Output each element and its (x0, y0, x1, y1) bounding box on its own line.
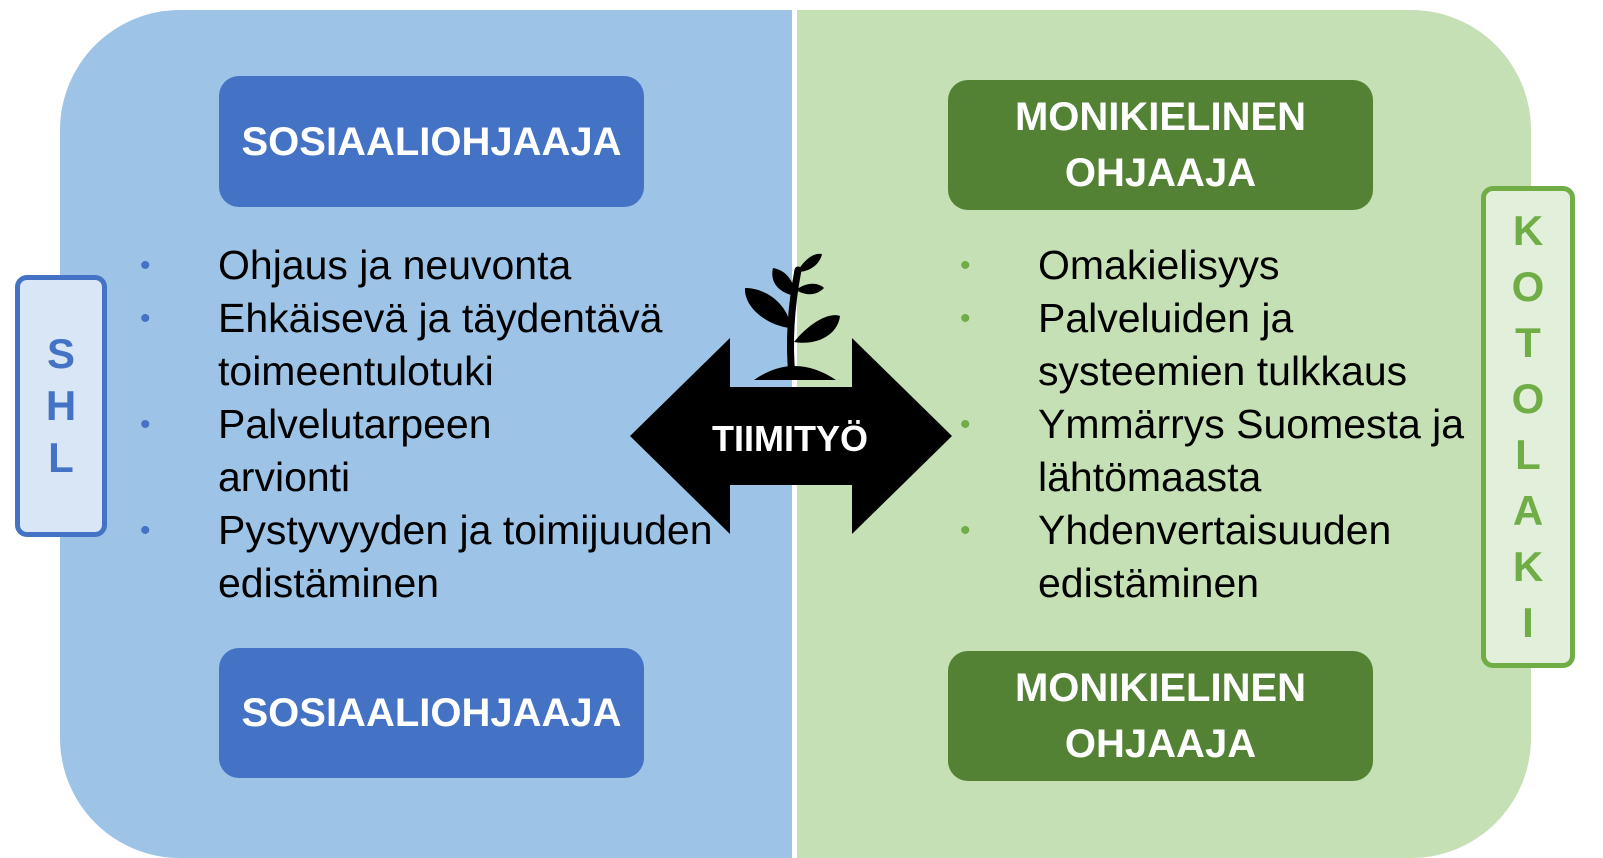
double-arrow-icon (630, 338, 952, 534)
role-label: SOSIAALIOHJAAJA (241, 691, 622, 735)
right-task-list: Omakielisyys Palveluiden ja systeemien t… (960, 239, 1470, 610)
role-label-line-2: OHJAAJA (1064, 722, 1257, 766)
list-item: Palveluiden ja systeemien tulkkaus (960, 292, 1470, 398)
side-label-shl: S H L (15, 275, 107, 537)
side-letter: I (1522, 599, 1534, 646)
role-label: SOSIAALIOHJAAJA (241, 119, 622, 164)
role-box-monikielinen-bottom: MONIKIELINEN OHJAAJA (948, 651, 1373, 781)
list-item: Ymmärrys Suomesta ja lähtömaasta (960, 398, 1470, 504)
list-item: Pystyvyyden ja toimijuuden edistäminen (140, 504, 730, 610)
list-item: Palvelutarpeen arvionti (140, 398, 598, 504)
side-letter: A (1512, 487, 1544, 534)
list-item: Ehkäisevä ja täydentävä toimeentulotuki (140, 292, 688, 398)
role-box-monikielinen-top: MONIKIELINEN OHJAAJA (948, 80, 1373, 210)
side-letter: H (45, 382, 77, 429)
team-label: TIIMITYÖ (712, 418, 868, 459)
side-letter: L (1515, 431, 1541, 478)
role-box-sosiaaliohjaaja-bottom: SOSIAALIOHJAAJA (219, 648, 644, 778)
side-letter: O (1511, 375, 1545, 422)
side-letter: K (1512, 543, 1544, 590)
side-letter: S (46, 330, 75, 377)
list-item: Yhdenvertaisuuden edistäminen (960, 504, 1470, 610)
side-letter: O (1511, 263, 1545, 310)
role-label-line-1: MONIKIELINEN (1014, 95, 1307, 139)
left-task-list: Ohjaus ja neuvonta Ehkäisevä ja täydentä… (140, 239, 730, 610)
side-letter: K (1512, 207, 1544, 254)
list-item: Omakielisyys (960, 239, 1470, 292)
side-letter: T (1515, 319, 1541, 366)
role-label-line-1: MONIKIELINEN (1014, 666, 1307, 710)
side-label-kotolaki: K O T O L A K I (1481, 186, 1575, 668)
side-letter: L (48, 434, 74, 481)
role-box-sosiaaliohjaaja-top: SOSIAALIOHJAAJA (219, 76, 644, 207)
seedling-icon (744, 253, 840, 380)
list-item: Ohjaus ja neuvonta (140, 239, 730, 292)
role-label-line-2: OHJAAJA (1064, 151, 1257, 195)
